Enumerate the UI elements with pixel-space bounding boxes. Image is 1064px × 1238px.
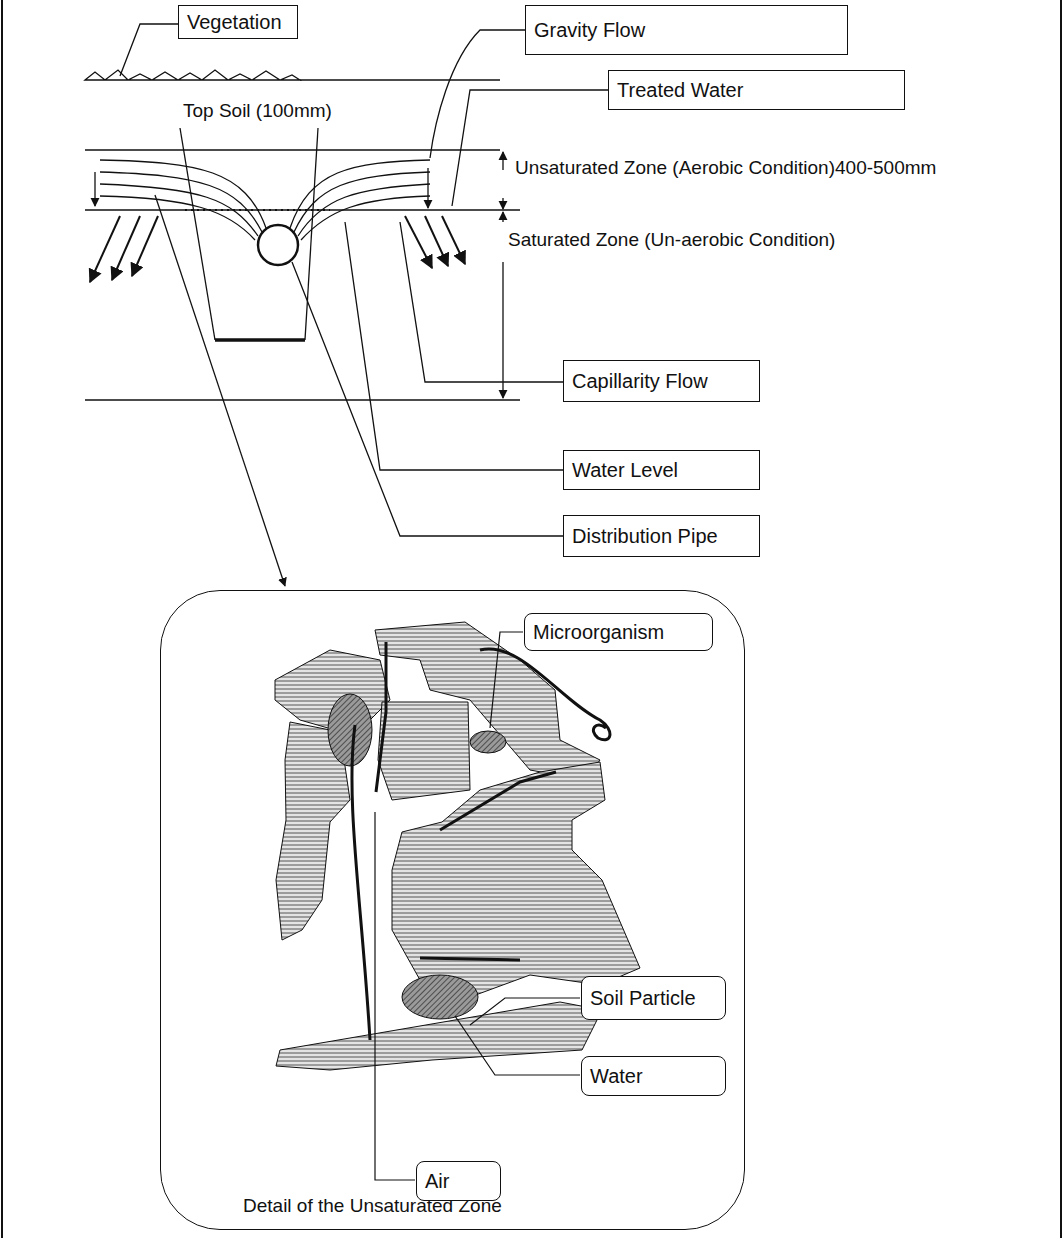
box-label: Microorganism bbox=[525, 619, 672, 646]
box-label: Soil Particle bbox=[582, 985, 704, 1012]
label-box: Air bbox=[416, 1161, 501, 1201]
label-box: Distribution Pipe bbox=[563, 515, 760, 557]
zone-label: Saturated Zone (Un-aerobic Condition) bbox=[505, 229, 838, 251]
zone-label: Unsaturated Zone (Aerobic Condition)400-… bbox=[512, 157, 939, 179]
label-box: Treated Water bbox=[608, 70, 905, 110]
label-box: Gravity Flow bbox=[525, 5, 848, 55]
box-label: Treated Water bbox=[609, 77, 751, 104]
label-box: Soil Particle bbox=[581, 976, 726, 1020]
detail-panel: Detail of the Unsaturated ZoneMicroorgan… bbox=[160, 590, 745, 1230]
label-box: Capillarity Flow bbox=[563, 360, 760, 402]
label-box: Vegetation bbox=[178, 5, 298, 39]
box-label: Water Level bbox=[564, 457, 686, 484]
box-label: Air bbox=[417, 1168, 457, 1195]
zone-label: Top Soil (100mm) bbox=[180, 100, 335, 122]
label-box: Water Level bbox=[563, 450, 760, 490]
box-label: Capillarity Flow bbox=[564, 368, 716, 395]
label-box: Microorganism bbox=[524, 613, 713, 651]
label-box: Water bbox=[581, 1056, 726, 1096]
box-label: Vegetation bbox=[179, 9, 290, 36]
box-label: Gravity Flow bbox=[526, 17, 653, 44]
box-label: Distribution Pipe bbox=[564, 523, 726, 550]
box-label: Water bbox=[582, 1063, 651, 1090]
